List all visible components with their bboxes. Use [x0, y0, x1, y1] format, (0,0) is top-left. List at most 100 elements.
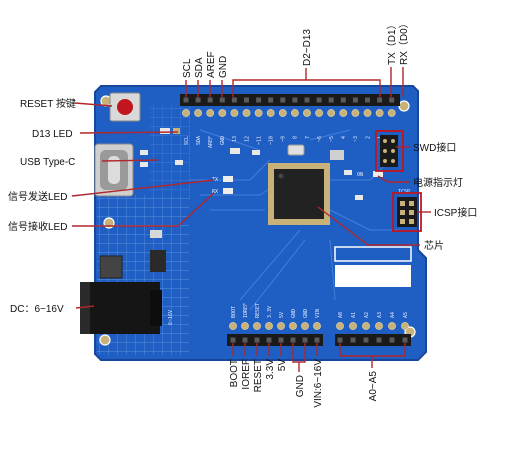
header-pin — [266, 337, 272, 343]
callout-tx: TX（D1） — [386, 19, 398, 65]
power-pin-silk-label: 3.3V — [267, 306, 273, 318]
top-pin-silk-label: 7 — [305, 136, 311, 139]
pin-pad — [375, 322, 383, 330]
power-pin-silk-label: BOOT — [231, 306, 237, 318]
callout-boxes — [375, 130, 422, 232]
header-pin — [268, 97, 274, 103]
grid-area-top — [150, 105, 190, 200]
pin-pad — [339, 109, 348, 117]
icsp-header[interactable]: ICSP — [397, 189, 417, 227]
rx-silk-label: RX — [212, 189, 218, 195]
callout-boot: BOOT — [229, 359, 240, 387]
header-pin — [230, 337, 236, 343]
callout-usb-type-c: USB Type-C — [20, 157, 75, 168]
dc-power-jack[interactable]: 6~16V — [80, 282, 174, 334]
blank-label-area — [334, 246, 412, 287]
header-pin — [350, 337, 356, 343]
callout-power-led: 电源指示灯 — [413, 176, 463, 189]
pin-pad — [301, 322, 309, 330]
top-pin-silk-label: ~6 — [317, 136, 323, 142]
callout-ioref: IOREF — [241, 359, 252, 390]
right-callouts: SWD接口 电源指示灯 ICSP接口 芯片 — [413, 141, 477, 252]
callout-gnd-top: GND — [218, 56, 229, 78]
bottom-callouts: BOOT IOREF RESET 3.3V 5V GND VIN:6~16V A… — [229, 359, 379, 408]
header-pin — [280, 97, 286, 103]
rx-led: RX — [212, 188, 233, 195]
pin-pad — [242, 109, 251, 117]
power-pin-silk-label: 5V — [279, 312, 285, 318]
callout-gnd-bottom: GND — [295, 375, 306, 397]
header-pin — [337, 337, 343, 343]
callout-swd: SWD接口 — [413, 141, 456, 154]
header-pin — [365, 97, 370, 103]
pin-pad — [254, 109, 263, 117]
leader-lines — [71, 67, 431, 372]
power-pad-row — [229, 322, 321, 330]
header-pin — [389, 97, 395, 103]
top-pin-header — [180, 94, 400, 106]
top-pin-silk-label: ~3 — [353, 136, 359, 142]
callout-chip: 芯片 — [424, 239, 444, 252]
tx-silk-label: TX — [212, 177, 218, 183]
header-pin — [183, 97, 189, 103]
smd-components — [99, 144, 363, 279]
callout-a0-a5: A0~A5 — [368, 371, 379, 402]
pin-pad — [387, 109, 396, 117]
header-pin — [376, 337, 382, 343]
top-pin-silk-label: 8 — [293, 136, 299, 139]
callout-reset-pin: RESET — [253, 359, 264, 392]
header-pin — [292, 97, 298, 103]
callout-d2-d13: D2~D13 — [302, 29, 313, 66]
header-pin — [254, 337, 260, 343]
pin-pad — [327, 109, 336, 117]
pin-pad — [182, 109, 190, 117]
analog-pin-silk-label: A0 — [338, 312, 344, 318]
header-pin — [290, 337, 296, 343]
analog-pin-silk-label: A3 — [377, 312, 383, 318]
header-pin — [244, 97, 249, 103]
analog-pin-silk-label: A2 — [364, 312, 370, 318]
callout-reset-button: RESET 按键 — [20, 97, 76, 110]
callout-d13-led: D13 LED — [32, 129, 73, 140]
reset-button[interactable] — [109, 92, 141, 122]
analog-pad-row — [336, 322, 409, 330]
top-pin-silk-label: ~10 — [269, 136, 275, 145]
callout-5v: 5V — [277, 359, 288, 372]
pin-pad — [362, 322, 370, 330]
pin-pad — [289, 322, 297, 330]
header-pin — [207, 97, 213, 103]
top-pin-silk-label: 13 — [232, 136, 238, 142]
top-pin-silk-label: GND — [220, 136, 226, 145]
header-pin — [377, 97, 383, 103]
left-callouts: RESET 按键 D13 LED USB Type-C 信号发送LED 信号接收… — [8, 97, 76, 315]
pin-pad — [194, 109, 202, 117]
header-pin — [231, 97, 237, 103]
pcb-traces — [190, 129, 400, 311]
pin-pad — [206, 109, 215, 117]
on-silk-label: ON — [357, 172, 363, 178]
callout-vin: VIN:6~16V — [313, 359, 324, 408]
analog-pin-silk-label: A4 — [390, 312, 396, 318]
pin-pad — [265, 322, 273, 330]
d13-led — [160, 128, 180, 134]
usb-type-c-port[interactable] — [94, 143, 134, 197]
power-pin-silk-label: GND — [291, 309, 297, 318]
pin-pad — [349, 322, 357, 330]
power-pin-silk-label: IOREF — [243, 303, 249, 318]
pin-pad — [363, 109, 372, 117]
pin-pad — [218, 109, 227, 117]
pin-pad — [375, 109, 384, 117]
analog-pin-header — [335, 334, 411, 346]
pin-pad — [336, 322, 344, 330]
top-pin-silk-label: ~11 — [256, 136, 262, 145]
swd-header[interactable] — [380, 135, 398, 167]
pin-pad — [241, 322, 249, 330]
header-pin — [363, 337, 369, 343]
power-pin-header — [227, 334, 323, 346]
pin-pad — [290, 109, 299, 117]
pin-pad — [401, 322, 409, 330]
top-pin-silk-label: 2 — [365, 136, 371, 139]
tx-led: TX — [212, 176, 233, 183]
